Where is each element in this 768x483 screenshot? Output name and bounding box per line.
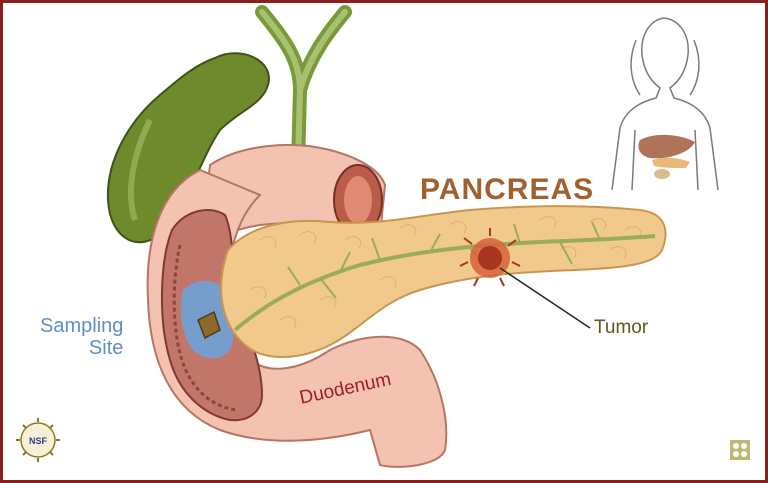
nsf-logo: NSF [16,418,60,462]
thumbnail-liver [638,134,695,159]
servier-logo [730,440,750,460]
thumbnail-pancreas [652,157,690,168]
pancreas [220,205,667,358]
tumor-label: Tumor [594,317,649,338]
sampling-needle [197,310,221,340]
sampling-site-label: Sampling Site [40,315,123,359]
body-thumbnail [611,17,719,191]
organ-title: PANCREAS [420,173,595,206]
svg-text:NSF: NSF [29,436,48,446]
sampling-label-line2: Site [88,337,124,359]
tumor-pointer [499,267,591,329]
sampling-label-line1: Sampling [40,315,124,337]
